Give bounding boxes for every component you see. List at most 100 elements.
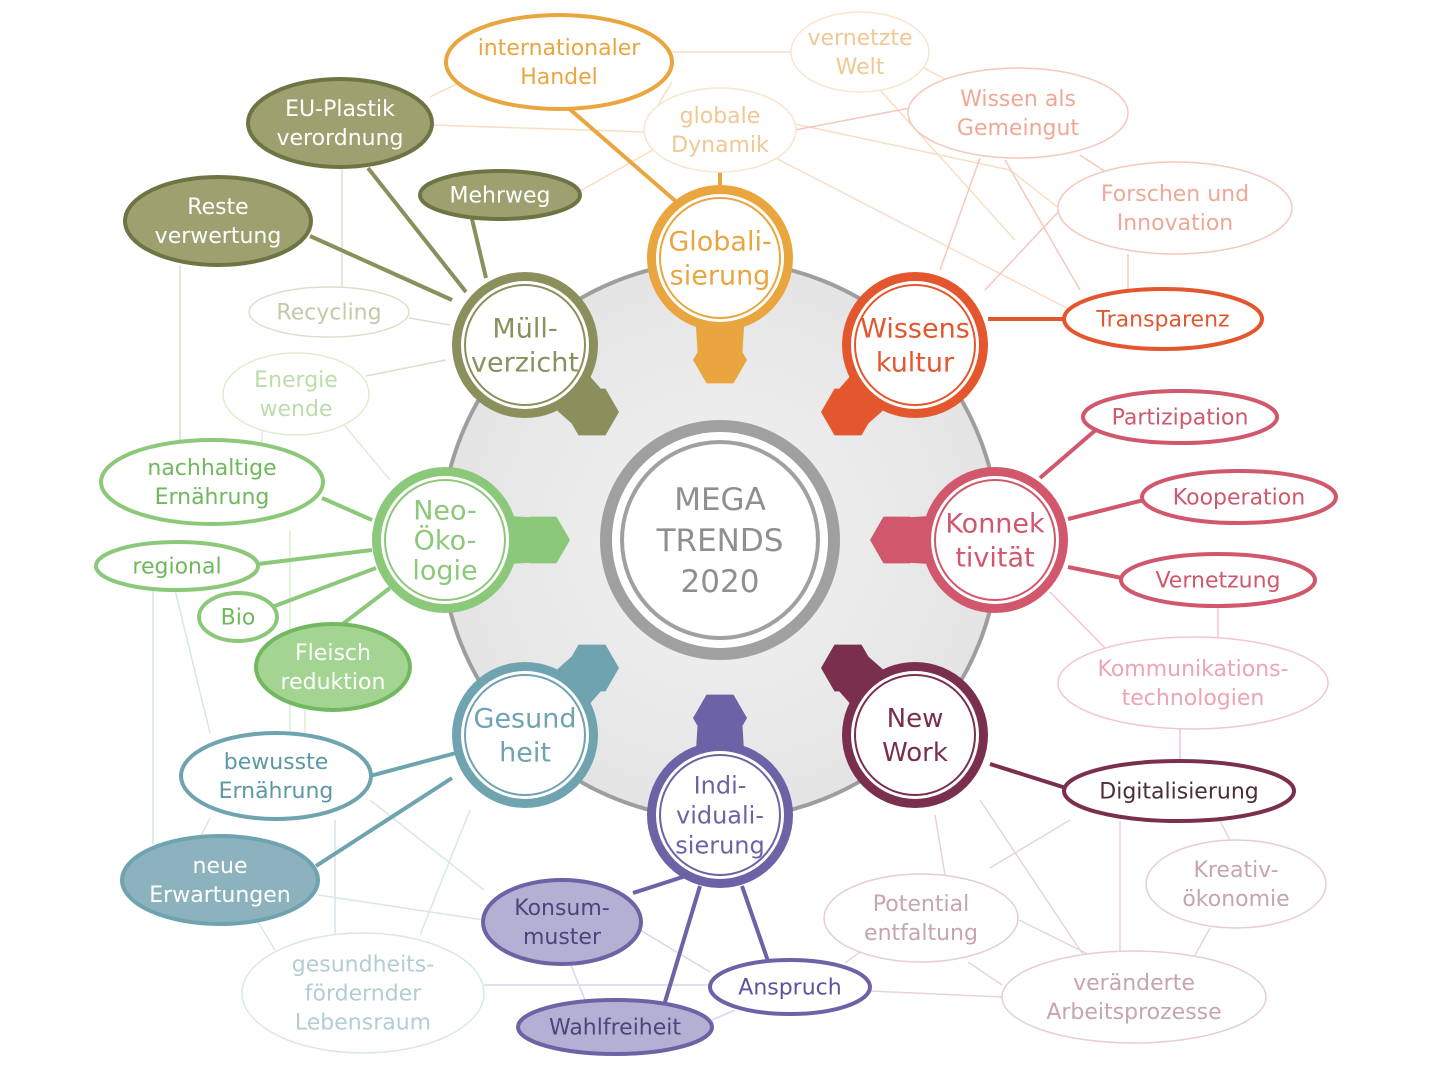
node-konsummuster-label: Konsum-muster bbox=[514, 896, 610, 950]
connector-line-8 bbox=[429, 124, 647, 133]
node-kreativoekonomie[interactable]: Kreativ-ökonomie bbox=[1145, 839, 1327, 929]
node-digitalisierung[interactable]: Digitalisierung bbox=[1062, 759, 1296, 823]
center-title-line: TRENDS bbox=[656, 523, 784, 559]
node-energiewende-label-line: Energie bbox=[254, 368, 338, 393]
connector-line-9 bbox=[579, 145, 661, 192]
node-neue-erwartungen-label-line: Erwartungen bbox=[149, 883, 290, 908]
node-kooperation-shape bbox=[1140, 469, 1338, 525]
node-potentialentfaltung-label-line: entfaltung bbox=[864, 921, 978, 946]
hub-globalisierung-label-line: sierung bbox=[670, 260, 771, 291]
hub-neo-oekologie-label-line: Öko- bbox=[414, 524, 477, 556]
node-kreativoekonomie-label-line: ökonomie bbox=[1182, 887, 1289, 912]
node-kooperation[interactable]: Kooperation bbox=[1140, 469, 1338, 525]
hub-neo-oekologie[interactable]: Neo-Öko-logie bbox=[372, 467, 570, 613]
node-bewusste-ernaehrung-label-line: bewusste bbox=[224, 750, 329, 775]
hub-spoke-3 bbox=[1038, 426, 1100, 480]
node-wahlfreiheit[interactable]: Wahlfreiheit bbox=[516, 998, 714, 1056]
hub-gesundheit-label-line: heit bbox=[499, 737, 551, 768]
hub-muellverzicht-label-line: verzicht bbox=[471, 347, 579, 378]
node-potentialentfaltung[interactable]: Potential entfaltung bbox=[823, 873, 1019, 963]
node-potentialentfaltung-label-line: Potential bbox=[873, 892, 969, 917]
node-regional-label: regional bbox=[132, 555, 221, 580]
hub-muellverzicht[interactable]: Müll-verzicht bbox=[452, 272, 619, 436]
node-konsummuster[interactable]: Konsum-muster bbox=[481, 878, 643, 966]
hub-spoke-6 bbox=[989, 762, 1067, 790]
connector-line-34 bbox=[369, 799, 485, 891]
node-kommunikationstechnologien-label-line: technologien bbox=[1122, 686, 1265, 711]
node-gesundheitsfoerdernder-lebensraum-shape bbox=[241, 932, 485, 1054]
hub-individualisierung-tab bbox=[693, 694, 747, 742]
node-forschen-und-innovation-shape bbox=[1057, 161, 1293, 255]
node-nachhaltige-ernaehrung-shape bbox=[99, 438, 325, 526]
node-kooperation-label-line: Kooperation bbox=[1173, 486, 1305, 511]
node-eu-plastikverordnung-label-line: EU-Plastik bbox=[285, 97, 395, 122]
node-mehrweg[interactable]: Mehrweg bbox=[418, 169, 582, 221]
hub-konnektivitaet-label-line: tivität bbox=[955, 542, 1034, 573]
node-fleischreduktion-shape bbox=[254, 622, 412, 712]
node-kreativoekonomie-label: Kreativ-ökonomie bbox=[1182, 858, 1289, 912]
node-wissen-als-gemeingut-label-line: Gemeingut bbox=[957, 116, 1080, 141]
node-transparenz[interactable]: Transparenz bbox=[1062, 287, 1264, 351]
node-kommunikationstechnologien[interactable]: Kommunikations-technologien bbox=[1057, 636, 1329, 730]
hub-muellverzicht-inner bbox=[464, 284, 586, 406]
node-regional-label-line: regional bbox=[132, 555, 221, 580]
hub-wissenskultur-tab bbox=[821, 388, 875, 436]
hub-wissenskultur-label-line: Wissens bbox=[860, 313, 970, 344]
connector-line-33 bbox=[317, 894, 485, 921]
hub-globalisierung-label-line: Globali- bbox=[668, 226, 771, 257]
hub-individualisierung-inner bbox=[659, 754, 781, 876]
node-anspruch[interactable]: Anspruch bbox=[708, 958, 872, 1016]
hub-spoke-10 bbox=[314, 776, 454, 868]
connector-line-6 bbox=[759, 149, 1091, 321]
connector-line-10 bbox=[794, 107, 911, 131]
node-vernetzung-label-line: Vernetzung bbox=[1155, 569, 1280, 594]
node-partizipation[interactable]: Partizipation bbox=[1081, 389, 1279, 445]
hub-gesundheit-label-line: Gesund bbox=[474, 703, 577, 734]
node-resteverwertung-label-line: Reste bbox=[187, 195, 248, 220]
node-vernetzung[interactable]: Vernetzung bbox=[1119, 552, 1317, 608]
node-recycling[interactable]: Recycling bbox=[248, 286, 410, 338]
node-internationaler-handel-label-line: Handel bbox=[520, 65, 598, 90]
node-nachhaltige-ernaehrung-label-line: Ernährung bbox=[155, 485, 270, 510]
node-mehrweg-shape bbox=[418, 169, 582, 221]
hub-new-work-tab bbox=[821, 644, 875, 692]
node-vernetzte-welt-shape bbox=[790, 11, 930, 93]
node-regional[interactable]: regional bbox=[94, 540, 260, 592]
hub-globalisierung-inner bbox=[659, 197, 781, 319]
hub-spoke-14 bbox=[271, 566, 377, 609]
node-digitalisierung-label: Digitalisierung bbox=[1099, 780, 1258, 805]
hub-globalisierung[interactable]: Globali-sierung bbox=[647, 185, 793, 384]
node-partizipation-label: Partizipation bbox=[1112, 406, 1249, 431]
node-wahlfreiheit-shape bbox=[516, 998, 714, 1056]
node-veraenderte-arbeitsprozesse-shape bbox=[1001, 950, 1267, 1044]
hub-globalisierung-label: Globali-sierung bbox=[668, 226, 771, 291]
hub-individualisierung[interactable]: Indi-viduali-sierung bbox=[647, 694, 793, 888]
node-fleischreduktion-label-line: reduktion bbox=[281, 670, 386, 695]
node-bio[interactable]: Bio bbox=[197, 591, 279, 643]
